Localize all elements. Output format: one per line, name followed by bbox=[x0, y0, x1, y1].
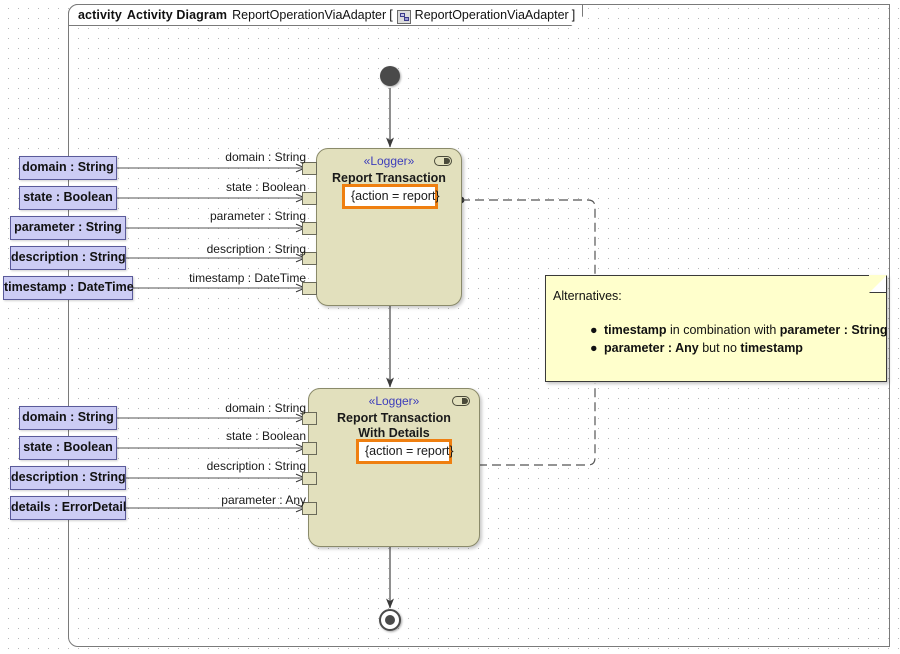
note-item-2-part-3: timestamp bbox=[740, 341, 803, 355]
behavior-icon bbox=[434, 156, 452, 166]
note-item-2-part-2: but no bbox=[698, 341, 741, 355]
behavior-icon bbox=[452, 396, 470, 406]
input-pin-state-2[interactable] bbox=[302, 442, 317, 455]
activity2-name-line2: With Details bbox=[358, 426, 430, 440]
edge-label-parameter-any: parameter : Any bbox=[221, 493, 306, 507]
parameter-box-state-2[interactable]: state : Boolean bbox=[19, 436, 117, 460]
frame-diagram-name: ReportOperationViaAdapter bbox=[232, 8, 387, 22]
parameter-box-details[interactable]: details : ErrorDetail bbox=[10, 496, 126, 520]
initial-node[interactable] bbox=[380, 66, 400, 86]
activity2-stereotype: «Logger» bbox=[368, 394, 420, 408]
parameter-box-description-2[interactable]: description : String bbox=[10, 466, 126, 490]
activity1-constraint[interactable]: {action = report} bbox=[342, 184, 440, 209]
activity1-stereotype: «Logger» bbox=[363, 154, 415, 168]
edge-label-domain-2: domain : String bbox=[225, 401, 306, 415]
frame-bracket-close: ] bbox=[571, 8, 576, 22]
input-pin-domain-2[interactable] bbox=[302, 412, 317, 425]
activity-final-node[interactable] bbox=[379, 609, 401, 631]
edge-label-description: description : String bbox=[206, 242, 306, 256]
activity-node-report-transaction[interactable]: «Logger» Report Transaction bbox=[316, 148, 462, 306]
activity2-constraint[interactable]: {action = report} bbox=[356, 439, 454, 464]
edge-label-domain: domain : String bbox=[225, 150, 306, 164]
note-item-2-part-1: parameter : Any bbox=[604, 341, 699, 355]
note-item-1: ● timestamp in combination with parameter… bbox=[590, 321, 887, 339]
parameter-box-state[interactable]: state : Boolean bbox=[19, 186, 117, 210]
bullet-icon: ● bbox=[590, 341, 598, 355]
note-alternatives[interactable]: Alternatives: ● timestamp in combination … bbox=[545, 274, 887, 382]
activity-node-report-transaction-with-details[interactable]: «Logger» Report Transaction With Details bbox=[308, 388, 480, 547]
frame-bracket-open: [ bbox=[389, 8, 393, 22]
input-pin-parameter[interactable] bbox=[302, 222, 317, 235]
note-item-1-part-1: timestamp bbox=[604, 323, 667, 337]
note-item-1-part-2: in combination with bbox=[666, 323, 780, 337]
activity2-name-line1: Report Transaction bbox=[337, 411, 451, 425]
note-fold-corner bbox=[868, 274, 887, 293]
note-title: Alternatives: bbox=[553, 289, 622, 303]
edge-label-timestamp: timestamp : DateTime bbox=[189, 271, 306, 285]
input-pin-description-2[interactable] bbox=[302, 472, 317, 485]
edge-label-state-2: state : Boolean bbox=[225, 429, 306, 443]
input-pin-description[interactable] bbox=[302, 252, 317, 265]
input-pin-timestamp[interactable] bbox=[302, 282, 317, 295]
input-pin-parameter-2[interactable] bbox=[302, 502, 317, 515]
diagram-icon bbox=[397, 10, 411, 24]
parameter-box-timestamp[interactable]: timestamp : DateTime bbox=[3, 276, 134, 300]
note-item-1-part-3: parameter : String bbox=[779, 323, 888, 337]
input-pin-domain[interactable] bbox=[302, 162, 317, 175]
frame-keyword: activity bbox=[78, 8, 122, 22]
frame-type-label: Activity Diagram bbox=[126, 8, 228, 22]
diagram-frame-header[interactable]: activity Activity Diagram ReportOperatio… bbox=[68, 4, 583, 26]
note-item-list: ● timestamp in combination with parameter… bbox=[590, 321, 887, 357]
frame-qualified-name: ReportOperationViaAdapter bbox=[414, 8, 569, 22]
parameter-box-description[interactable]: description : String bbox=[10, 246, 126, 270]
parameter-box-domain-2[interactable]: domain : String bbox=[19, 406, 117, 430]
bullet-icon: ● bbox=[590, 323, 598, 337]
edge-label-parameter: parameter : String bbox=[209, 209, 306, 223]
parameter-box-domain[interactable]: domain : String bbox=[19, 156, 117, 180]
note-item-2: ● parameter : Any but no timestamp bbox=[590, 339, 887, 357]
input-pin-state[interactable] bbox=[302, 192, 317, 205]
edge-label-state: state : Boolean bbox=[225, 180, 306, 194]
activity1-name: Report Transaction bbox=[332, 171, 446, 185]
parameter-box-parameter[interactable]: parameter : String bbox=[10, 216, 126, 240]
edge-label-description-2: description : String bbox=[206, 459, 306, 473]
